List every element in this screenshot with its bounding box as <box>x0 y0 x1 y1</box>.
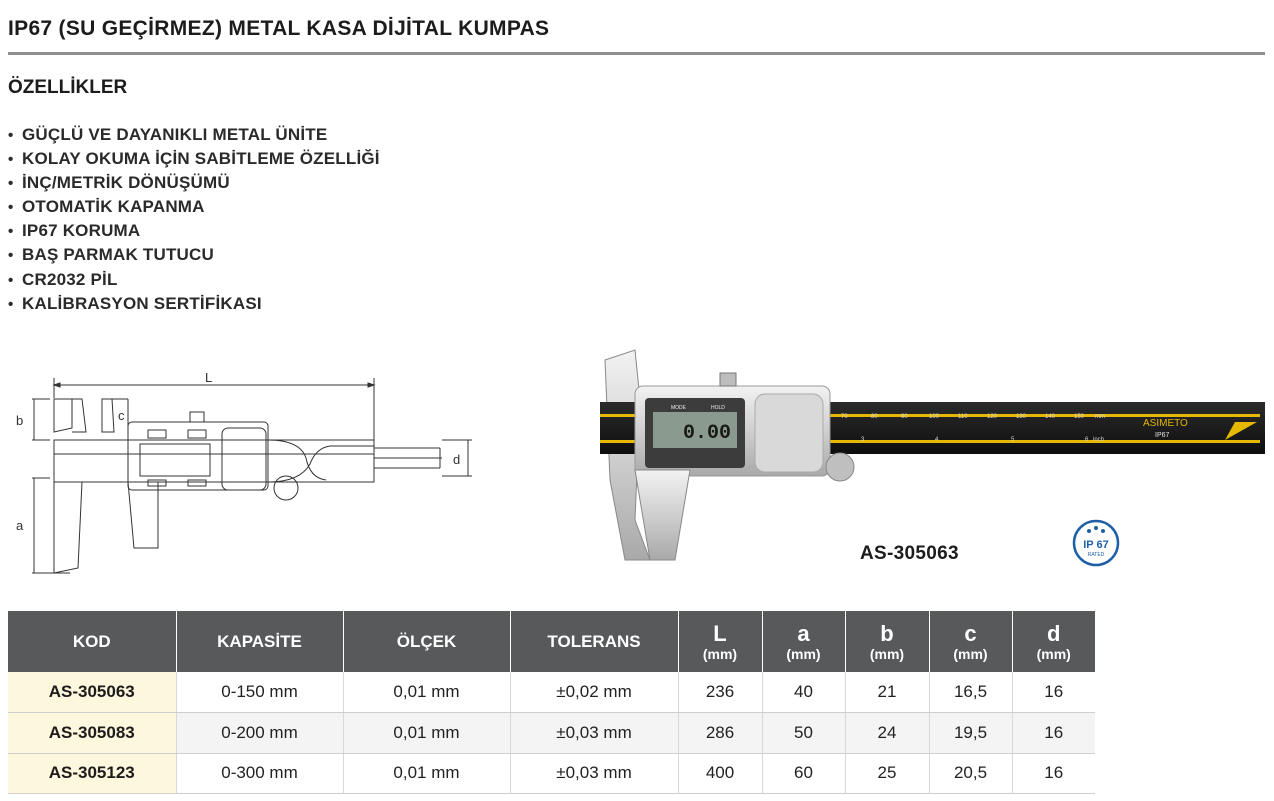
table-header-row: KOD KAPASİTE ÖLÇEK TOLERANS L(mm) a(mm) … <box>8 611 1095 672</box>
cell-d: 16 <box>1012 753 1095 794</box>
col-header-kapasite: KAPASİTE <box>176 611 344 672</box>
svg-text:IP 67: IP 67 <box>1083 539 1109 551</box>
bullet-icon: • <box>8 151 14 169</box>
cell-b: 25 <box>845 753 930 794</box>
svg-text:inch: inch <box>1093 437 1104 443</box>
bullet-icon: • <box>8 199 14 217</box>
col-header-a: a(mm) <box>762 611 846 672</box>
brand-logo: ASIMETO <box>1143 418 1188 429</box>
cell-kod: AS-305063 <box>8 672 177 713</box>
cell-kod: AS-305123 <box>8 753 177 794</box>
svg-text:MODE: MODE <box>671 405 687 411</box>
col-header-L: L(mm) <box>678 611 763 672</box>
cell-olcek: 0,01 mm <box>343 712 511 754</box>
cell-tolerans: ±0,03 mm <box>510 753 679 794</box>
lcd-reading: 0.00 <box>683 422 731 445</box>
svg-text:5: 5 <box>1011 437 1015 443</box>
cell-olcek: 0,01 mm <box>343 672 511 713</box>
cell-kapasite: 0-300 mm <box>176 753 344 794</box>
title-divider <box>8 52 1265 55</box>
svg-text:100: 100 <box>929 414 940 420</box>
label-b: b <box>16 413 23 428</box>
svg-text:4: 4 <box>935 437 939 443</box>
caliper-dimension-diagram: L b c a d <box>16 370 472 574</box>
feature-item: •GÜÇLÜ VE DAYANIKLI METAL ÜNİTE <box>8 123 380 147</box>
features-list: •GÜÇLÜ VE DAYANIKLI METAL ÜNİTE •KOLAY O… <box>8 123 380 316</box>
col-header-kod: KOD <box>8 611 177 672</box>
svg-text:110: 110 <box>958 414 968 420</box>
bullet-icon: • <box>8 247 14 265</box>
svg-text:70: 70 <box>841 414 848 420</box>
cell-c: 16,5 <box>929 672 1013 713</box>
svg-text:3: 3 <box>861 437 865 443</box>
label-c: c <box>118 408 125 423</box>
specs-table: KOD KAPASİTE ÖLÇEK TOLERANS L(mm) a(mm) … <box>8 611 1095 794</box>
rating-mark: IP67 <box>1155 432 1170 439</box>
feature-item: •CR2032 PİL <box>8 268 380 292</box>
cell-a: 50 <box>762 712 846 754</box>
model-label: AS-305063 <box>860 543 959 564</box>
cell-tolerans: ±0,02 mm <box>510 672 679 713</box>
feature-item: •BAŞ PARMAK TUTUCU <box>8 243 380 267</box>
feature-item: •OTOMATİK KAPANMA <box>8 195 380 219</box>
svg-text:90: 90 <box>901 414 908 420</box>
svg-text:mm: mm <box>1095 414 1105 420</box>
svg-text:130: 130 <box>1016 414 1027 420</box>
svg-text:80: 80 <box>871 414 878 420</box>
label-L: L <box>205 370 212 385</box>
cell-b: 21 <box>845 672 930 713</box>
table-row: AS-305083 0-200 mm 0,01 mm ±0,03 mm 286 … <box>8 712 1095 754</box>
cell-d: 16 <box>1012 672 1095 713</box>
bullet-icon: • <box>8 271 14 289</box>
col-header-d: d(mm) <box>1012 611 1095 672</box>
label-d: d <box>453 452 460 467</box>
label-a: a <box>16 518 24 533</box>
cell-a: 60 <box>762 753 846 794</box>
cell-kapasite: 0-200 mm <box>176 712 344 754</box>
feature-item: •KALİBRASYON SERTİFİKASI <box>8 292 380 316</box>
bullet-icon: • <box>8 295 14 313</box>
bullet-icon: • <box>8 127 14 144</box>
cell-kapasite: 0-150 mm <box>176 672 344 713</box>
col-header-b: b(mm) <box>845 611 930 672</box>
cell-olcek: 0,01 mm <box>343 753 511 794</box>
ip67-badge-icon: IP 67 RATED <box>1072 519 1120 567</box>
cell-tolerans: ±0,03 mm <box>510 712 679 754</box>
cell-a: 40 <box>762 672 846 713</box>
cell-kod: AS-305083 <box>8 712 177 754</box>
cell-L: 400 <box>678 753 763 794</box>
col-header-tolerans: TOLERANS <box>510 611 679 672</box>
cell-b: 24 <box>845 712 930 754</box>
caliper-product-image: 70 80 90 100 110 120 130 140 150 mm 3 4 … <box>600 349 1265 561</box>
cell-L: 286 <box>678 712 763 754</box>
svg-text:RATED: RATED <box>1088 552 1105 558</box>
bullet-icon: • <box>8 175 14 193</box>
cell-c: 20,5 <box>929 753 1013 794</box>
features-heading: ÖZELLİKLER <box>8 77 128 98</box>
cell-L: 236 <box>678 672 763 713</box>
svg-text:HOLD: HOLD <box>711 405 725 411</box>
table-row: AS-305123 0-300 mm 0,01 mm ±0,03 mm 400 … <box>8 753 1095 794</box>
table-row: AS-305063 0-150 mm 0,01 mm ±0,02 mm 236 … <box>8 672 1095 713</box>
col-header-c: c(mm) <box>929 611 1013 672</box>
svg-text:120: 120 <box>987 414 998 420</box>
svg-text:6: 6 <box>1085 437 1089 443</box>
feature-item: •İNÇ/METRİK DÖNÜŞÜMÜ <box>8 171 380 195</box>
bullet-icon: • <box>8 223 14 241</box>
page-title: IP67 (SU GEÇİRMEZ) METAL KASA DİJİTAL KU… <box>8 17 550 40</box>
svg-text:140: 140 <box>1045 414 1056 420</box>
feature-item: •KOLAY OKUMA İÇİN SABİTLEME ÖZELLİĞİ <box>8 147 380 171</box>
col-header-olcek: ÖLÇEK <box>343 611 511 672</box>
cell-d: 16 <box>1012 712 1095 754</box>
cell-c: 19,5 <box>929 712 1013 754</box>
feature-item: •IP67 KORUMA <box>8 219 380 243</box>
svg-text:150: 150 <box>1074 414 1085 420</box>
